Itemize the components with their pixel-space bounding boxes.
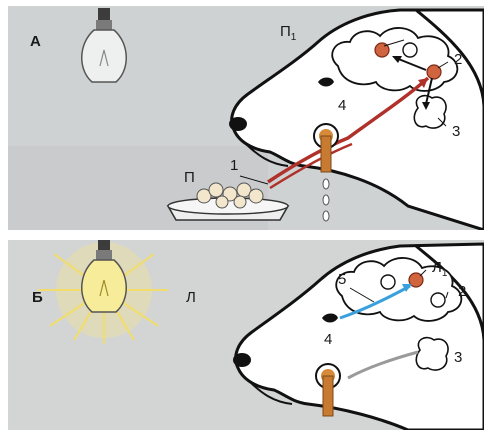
- label-l1: Л1: [432, 260, 447, 279]
- label-5-b: 5: [338, 272, 346, 287]
- label-p1-main: П: [280, 23, 291, 40]
- label-3-b: 3: [454, 350, 462, 365]
- label-p1: П1: [280, 24, 296, 43]
- label-4-a: 4: [338, 98, 346, 113]
- panel-a-label: А: [30, 34, 41, 49]
- label-l: Л: [186, 290, 196, 305]
- label-l1-main: Л: [432, 259, 442, 276]
- panel-b-label: Б: [32, 290, 43, 305]
- neuron-empty: [403, 43, 417, 57]
- label-3-a: 3: [452, 124, 460, 139]
- panel-b: Б Л Л1 5 2 4 3: [8, 240, 484, 430]
- label-p-a: П: [184, 170, 195, 185]
- panel-a: А П1 2 4 3 1 П: [8, 6, 484, 230]
- label-l1-sub: 1: [442, 268, 448, 279]
- label-2-a: 2: [454, 52, 462, 67]
- label-4-b: 4: [324, 332, 332, 347]
- label-p1-sub: 1: [291, 32, 297, 43]
- neuron-empty: [381, 275, 395, 289]
- neuron-2: [431, 293, 445, 307]
- label-1-a: 1: [230, 158, 238, 173]
- salivary-gland: [414, 96, 446, 128]
- label-2-b: 2: [458, 284, 466, 299]
- panel-b-drawing: [8, 240, 484, 430]
- salivary-gland: [416, 338, 448, 370]
- panel-a-drawing: [8, 6, 484, 230]
- panel-divider: [0, 232, 492, 238]
